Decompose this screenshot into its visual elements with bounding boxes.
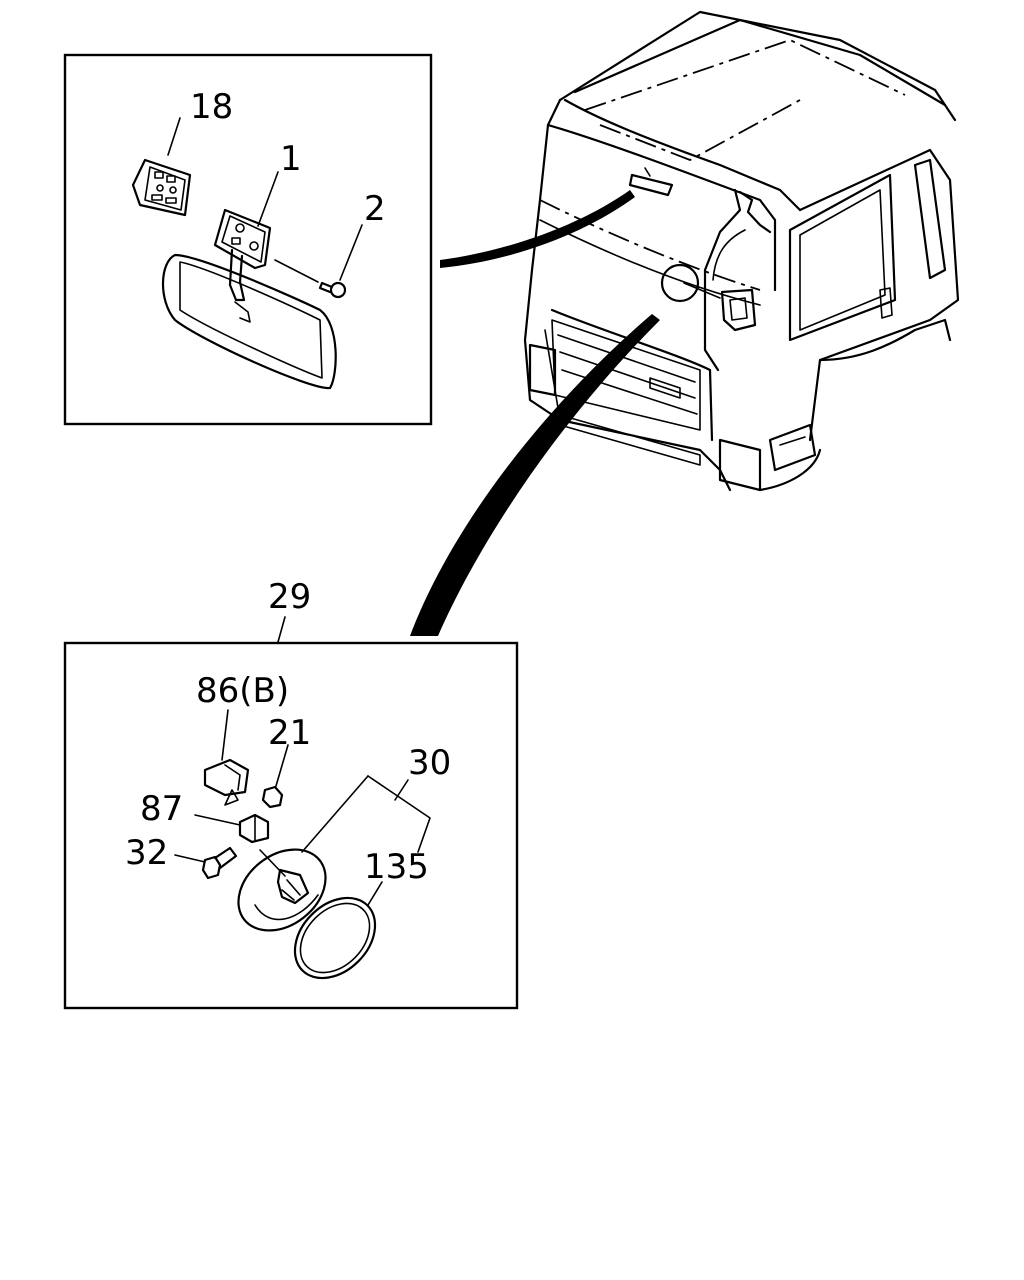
- part-32-bolt: [174, 846, 238, 880]
- callout-18: 18: [190, 87, 233, 127]
- callout-2: 2: [364, 189, 386, 229]
- part-30-under-mirror: [237, 775, 431, 932]
- part-21-nut: [261, 744, 289, 809]
- truck-cab-illustration: [523, 10, 960, 492]
- part-87-bracket: [194, 813, 270, 844]
- inner-mirror-detail-frame: [63, 53, 433, 426]
- callout-21: 21: [268, 713, 311, 753]
- callout-32: 32: [125, 833, 168, 873]
- part-18-bracket: [131, 117, 192, 217]
- pointer-to-mirror-assembly: [410, 314, 660, 636]
- callout-30: 30: [408, 743, 451, 783]
- callout-86b: 86(B): [196, 671, 289, 711]
- interior-rear-view-mirror: [161, 253, 337, 390]
- mirror-assembly-detail-frame: [63, 641, 519, 1010]
- callout-87: 87: [140, 789, 183, 829]
- leader-29: [277, 616, 286, 643]
- callout-1: 1: [280, 139, 302, 179]
- part-1-mirror-stay: [213, 171, 279, 302]
- part-135-mirror-glass: [293, 881, 383, 980]
- part-2-screw: [274, 224, 363, 299]
- callout-29: 29: [268, 577, 311, 617]
- pointer-to-inner-mirror: [440, 190, 635, 268]
- part-86b-clamp: [203, 709, 250, 806]
- callout-135: 135: [364, 847, 429, 887]
